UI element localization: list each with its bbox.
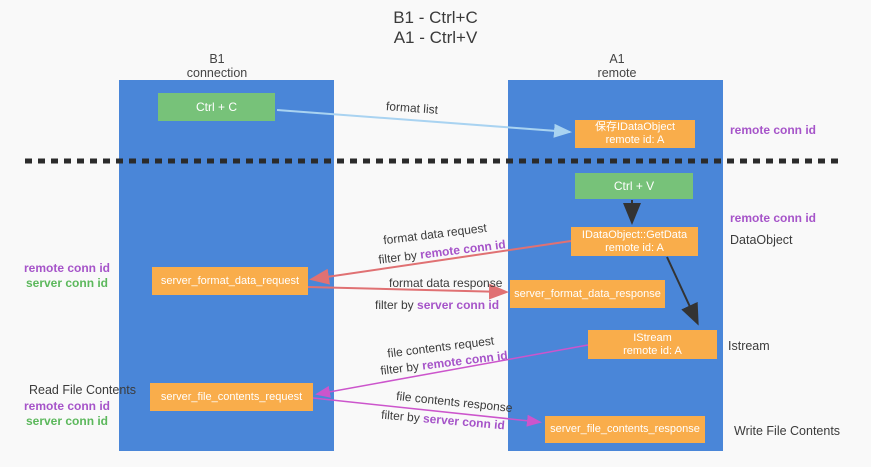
remote-conn-id-left-upper: remote conn id: [23, 261, 110, 275]
getdata-line1: IDataObject::GetData: [581, 228, 688, 241]
dataobject-label: DataObject: [730, 233, 793, 247]
server-format-data-request-box: server_format_data_request: [152, 267, 308, 295]
filter-by-text: filter by: [380, 407, 421, 425]
server-format-data-request-label: server_format_data_request: [160, 274, 300, 287]
getdata-box: IDataObject::GetData remote id: A: [571, 227, 698, 256]
format-list-label: format list: [385, 99, 439, 117]
lane-a1-role: remote: [597, 66, 637, 80]
diagram-title: B1 - Ctrl+C A1 - Ctrl+V: [0, 8, 871, 48]
server-file-contents-response-label: server_file_contents_response: [550, 423, 700, 435]
server-conn-id-text: server conn id: [417, 298, 500, 312]
lane-header-b1: B1 connection: [152, 52, 282, 80]
istream-line2: remote id: A: [623, 344, 682, 357]
filter-by-text: filter by: [377, 248, 418, 267]
lane-a1-name: A1: [609, 52, 625, 66]
title-line-2: A1 - Ctrl+V: [393, 28, 478, 47]
server-conn-id-left-upper: server conn id: [25, 275, 109, 290]
server-conn-id-text: server conn id: [422, 411, 506, 433]
lane-b1-role: connection: [186, 66, 248, 80]
server-format-data-response-label: server_format_data_response: [514, 287, 661, 300]
save-dataobject-line2: remote id: A: [605, 134, 665, 146]
save-dataobject-line1: 保存IDataObject: [594, 121, 676, 133]
server-file-contents-request-box: server_file_contents_request: [150, 383, 313, 411]
read-file-contents-label: Read File Contents: [29, 383, 137, 397]
istream-line1: IStream: [633, 331, 672, 344]
remote-conn-id-right-mid: remote conn id: [730, 211, 817, 225]
ctrl-c-box: Ctrl + C: [158, 93, 275, 121]
server-file-contents-response-box: server_file_contents_response: [545, 416, 705, 443]
left-conn-id-stack-upper: remote conn id server conn id: [14, 261, 120, 290]
server-conn-id-left-lower: server conn id: [25, 413, 109, 428]
lane-b1-name: B1: [209, 52, 225, 66]
ctrl-c-label: Ctrl + C: [195, 99, 237, 114]
lane-header-a1: A1 remote: [552, 52, 682, 80]
filter-by-text: filter by: [375, 298, 414, 312]
getdata-line2: remote id: A: [605, 241, 664, 254]
ctrl-v-box: Ctrl + V: [575, 173, 693, 199]
server-format-data-response-box: server_format_data_response: [510, 280, 665, 308]
ctrl-v-label: Ctrl + V: [613, 178, 655, 193]
istream-box: IStream remote id: A: [588, 330, 717, 359]
istream-side-label: Istream: [728, 339, 770, 353]
save-dataobject-box: 保存IDataObject remote id: A: [575, 120, 695, 148]
left-conn-id-stack-lower: remote conn id server conn id: [14, 399, 120, 428]
remote-conn-id-left-lower: remote conn id: [23, 399, 110, 413]
format-data-response-label: format data response: [389, 276, 503, 290]
remote-conn-id-right-top: remote conn id: [730, 123, 817, 137]
filter-by-text: filter by: [379, 359, 420, 378]
server-file-contents-request-label: server_file_contents_request: [160, 390, 303, 403]
title-line-1: B1 - Ctrl+C: [393, 8, 478, 27]
write-file-contents-label: Write File Contents: [734, 424, 841, 438]
filter-by-server-conn-id-label-1: filter by server conn id: [375, 298, 499, 312]
